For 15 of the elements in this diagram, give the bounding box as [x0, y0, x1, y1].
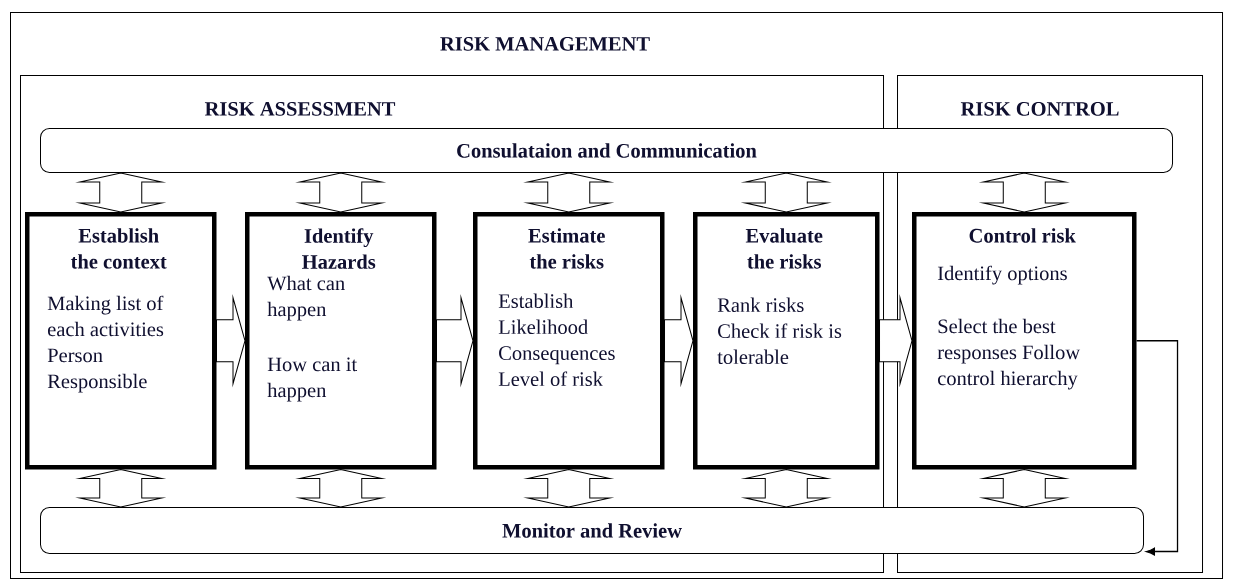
arrow — [436, 297, 474, 385]
process-box: Estimate the risks Establish Likelihood Consequences Level of risk — [473, 212, 665, 470]
rounded-bar: Monitor and Review — [40, 507, 1144, 554]
process-box: Evaluate the risks Rank risks Check if risk is tolerable — [693, 212, 880, 470]
section-title: RISK ASSESSMENT — [204, 102, 396, 116]
process-box: Establish the context Making list of each activities Person Responsible — [25, 212, 217, 470]
arrow — [879, 297, 913, 385]
arrow — [664, 297, 694, 385]
arrow — [216, 297, 246, 385]
section-title: RISK CONTROL — [960, 102, 1119, 116]
rounded-bar: Consulataion and Communication — [40, 128, 1173, 173]
process-box: Control risk Identify options Select the best responses Follow control hierarchy — [912, 212, 1137, 470]
arrow — [1135, 340, 1179, 556]
process-box: Identify Hazards What can happen How can it happen — [245, 212, 437, 470]
section-title: RISK MANAGEMENT — [440, 37, 650, 51]
